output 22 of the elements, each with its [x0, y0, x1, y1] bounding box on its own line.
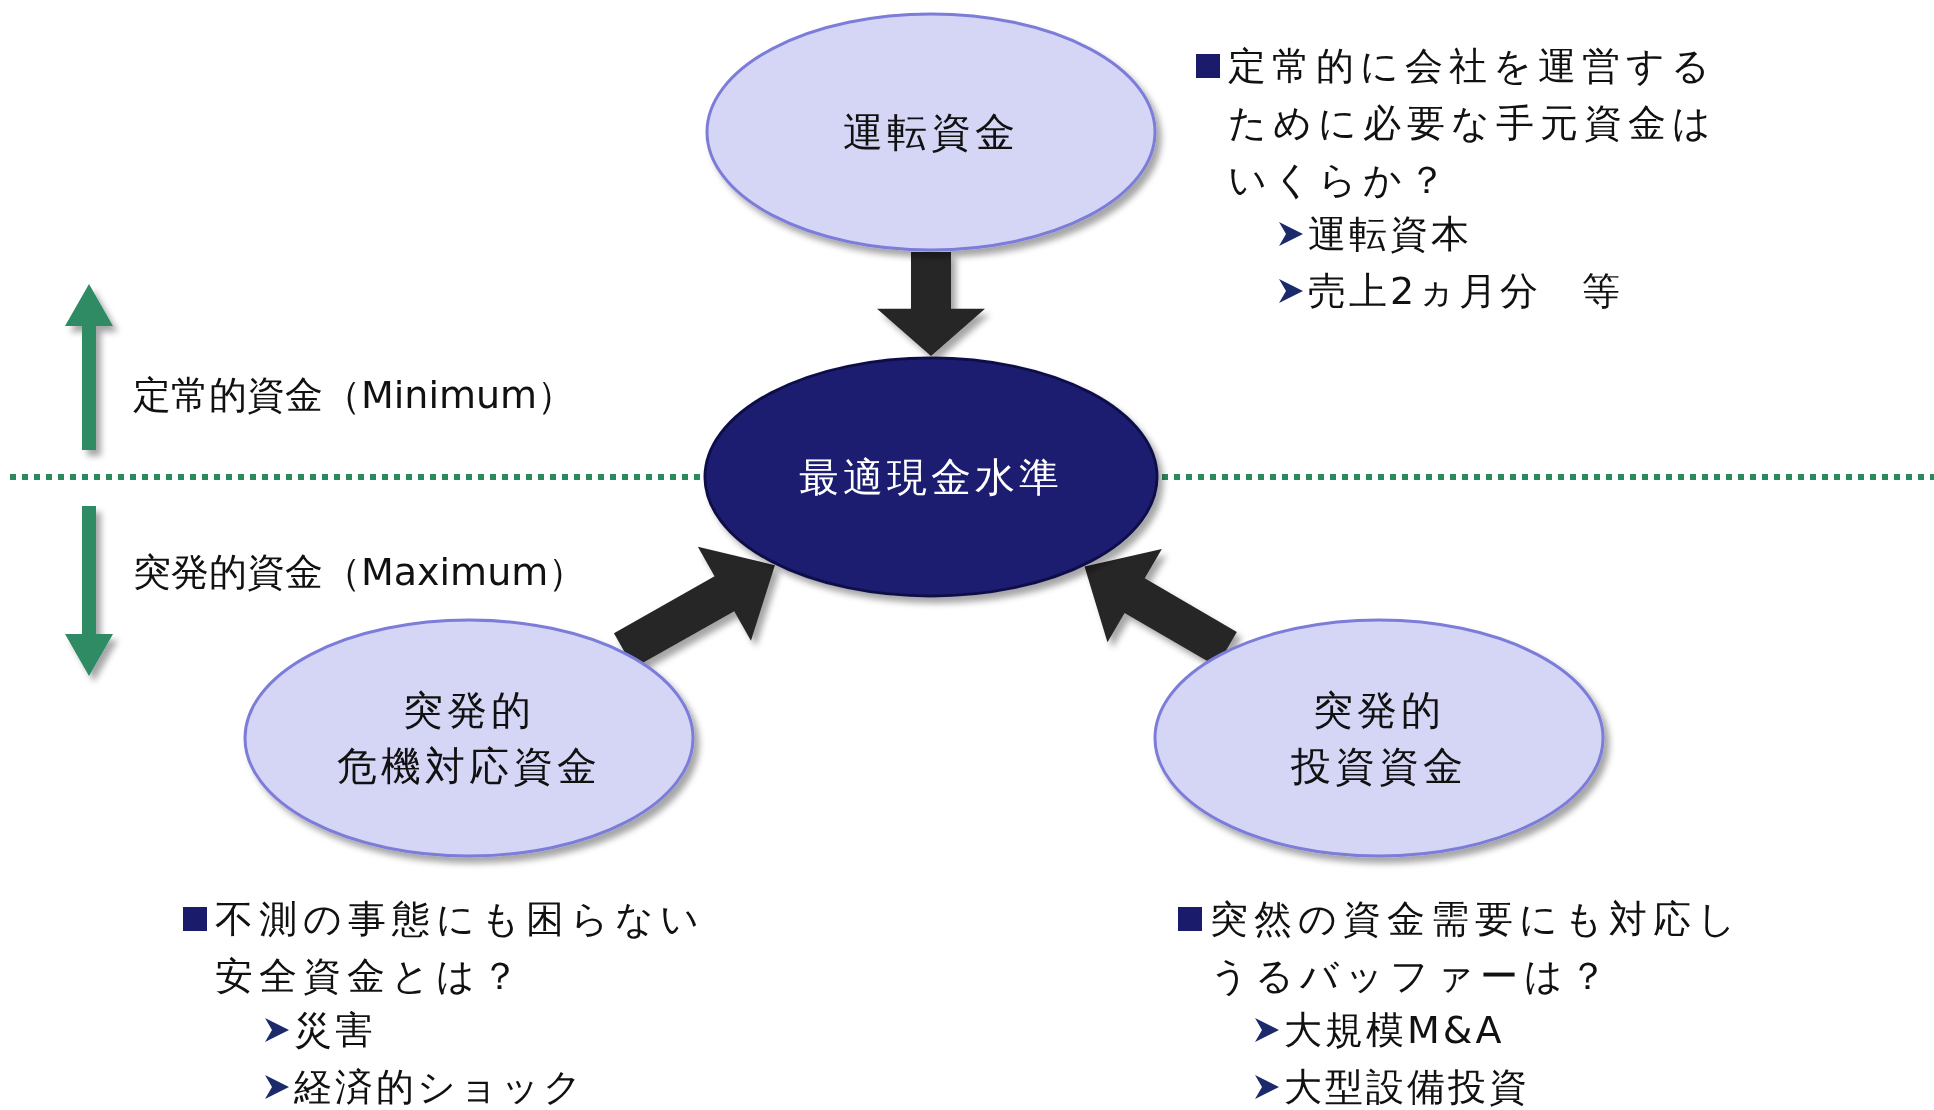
bullet-text: 不測の事態にも困らない安全資金とは？ — [215, 896, 706, 1000]
bullet-text: 経済的ショック — [294, 1064, 585, 1110]
node-label: 投資資金 — [1291, 742, 1467, 791]
node-label: 突発的 — [403, 686, 535, 735]
bullet-text: 定常的に会社を運営するために必要な手元資金はいくらか？ — [1228, 43, 1718, 204]
bullet-text: 大型設備投資 — [1284, 1064, 1530, 1110]
ellipse-node — [243, 618, 695, 858]
ellipse-node — [705, 12, 1157, 252]
node-label: 危機対応資金 — [337, 742, 601, 791]
node-label: 突発的 — [1313, 686, 1445, 735]
node-label: 運転資金 — [843, 108, 1019, 157]
node-label: 最適現金水準 — [799, 453, 1063, 502]
bullet-text: 突然の資金需要にも対応しうるバッファーは？ — [1210, 896, 1743, 1000]
bullet-text: 売上2ヵ月分 等 — [1308, 268, 1624, 315]
bullet-text: 災害 — [294, 1007, 376, 1054]
side-label: 突発的資金（Maximum） — [133, 549, 587, 596]
bullet-text: 運転資本 — [1308, 211, 1472, 258]
side-label: 定常的資金（Minimum） — [133, 372, 576, 419]
block-arrow — [877, 252, 985, 356]
ellipse-node — [703, 356, 1159, 598]
ellipse-node — [1153, 618, 1605, 858]
bullet-text: 大規模M&A — [1284, 1007, 1505, 1054]
